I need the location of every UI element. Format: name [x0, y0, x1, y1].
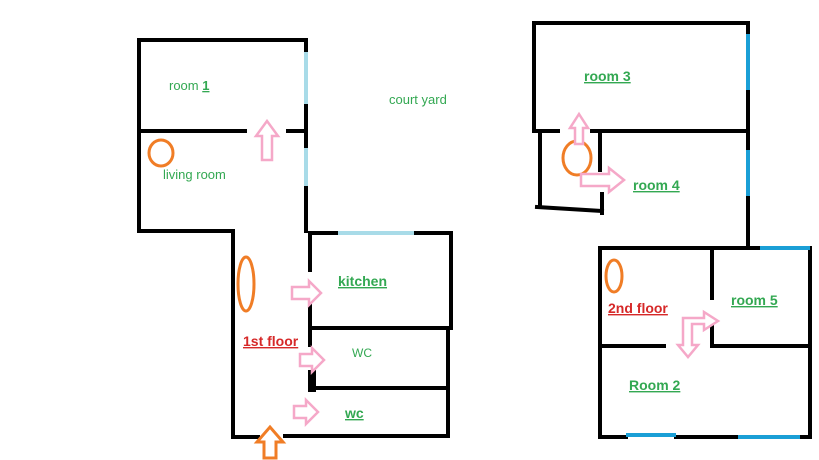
room5-label: room 5	[731, 292, 778, 308]
kitchen-label: kitchen	[338, 273, 387, 289]
door-arrow-icon	[579, 165, 627, 195]
room2-label: Room 2	[629, 377, 681, 393]
stairs-icon	[147, 138, 175, 168]
door-arrow-icon	[253, 118, 281, 162]
wc-upper-label: WC	[352, 346, 372, 360]
floor2-label: 2nd floor	[608, 300, 668, 316]
room4-label: room 4	[633, 177, 680, 193]
door-arrow-icon	[675, 309, 721, 359]
floor2-walls	[532, 21, 812, 439]
room1-label: room 1	[169, 78, 209, 93]
floor1-label: 1st floor	[243, 333, 299, 349]
door-arrow-icon	[567, 111, 591, 146]
door-arrow-icon	[298, 344, 326, 376]
entrance-arrow-icon	[253, 424, 287, 460]
room3-label: room 3	[584, 68, 631, 84]
stairs-icon	[604, 258, 624, 294]
floor2-windows	[626, 34, 810, 439]
stairs-icon	[236, 255, 256, 313]
door-arrow-icon	[292, 396, 320, 428]
floor1-windows	[304, 52, 414, 235]
wc-lower-label: wc	[344, 405, 364, 421]
floor1-walls	[137, 38, 453, 439]
living-room-label: living room	[163, 167, 226, 182]
courtyard-label: court yard	[389, 92, 447, 107]
stairs-icon	[561, 139, 593, 177]
door-arrow-icon	[290, 277, 323, 309]
